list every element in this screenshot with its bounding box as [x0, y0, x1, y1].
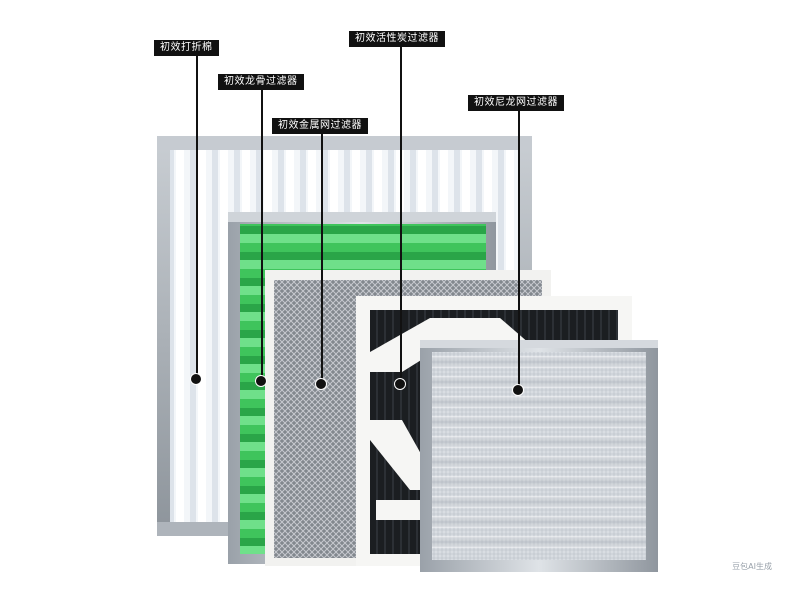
label-metal-mesh: 初效金属网过滤器 — [272, 118, 368, 134]
marker-metal-mesh — [315, 378, 327, 390]
label-carbon: 初效活性炭过滤器 — [349, 31, 445, 47]
marker-carbon — [394, 378, 406, 390]
nylon-mesh-filter — [420, 340, 658, 572]
marker-keel — [255, 375, 267, 387]
marker-nylon — [512, 384, 524, 396]
leader-keel — [261, 90, 263, 380]
leader-nylon — [518, 111, 520, 387]
label-cotton: 初效打折棉 — [154, 40, 219, 56]
marker-cotton — [190, 373, 202, 385]
watermark: 豆包AI生成 — [732, 562, 772, 571]
label-nylon: 初效尼龙网过滤器 — [468, 95, 564, 111]
label-keel: 初效龙骨过滤器 — [218, 74, 304, 90]
leader-carbon — [400, 47, 402, 383]
leader-metal-mesh — [321, 134, 323, 382]
leader-cotton — [196, 56, 198, 378]
